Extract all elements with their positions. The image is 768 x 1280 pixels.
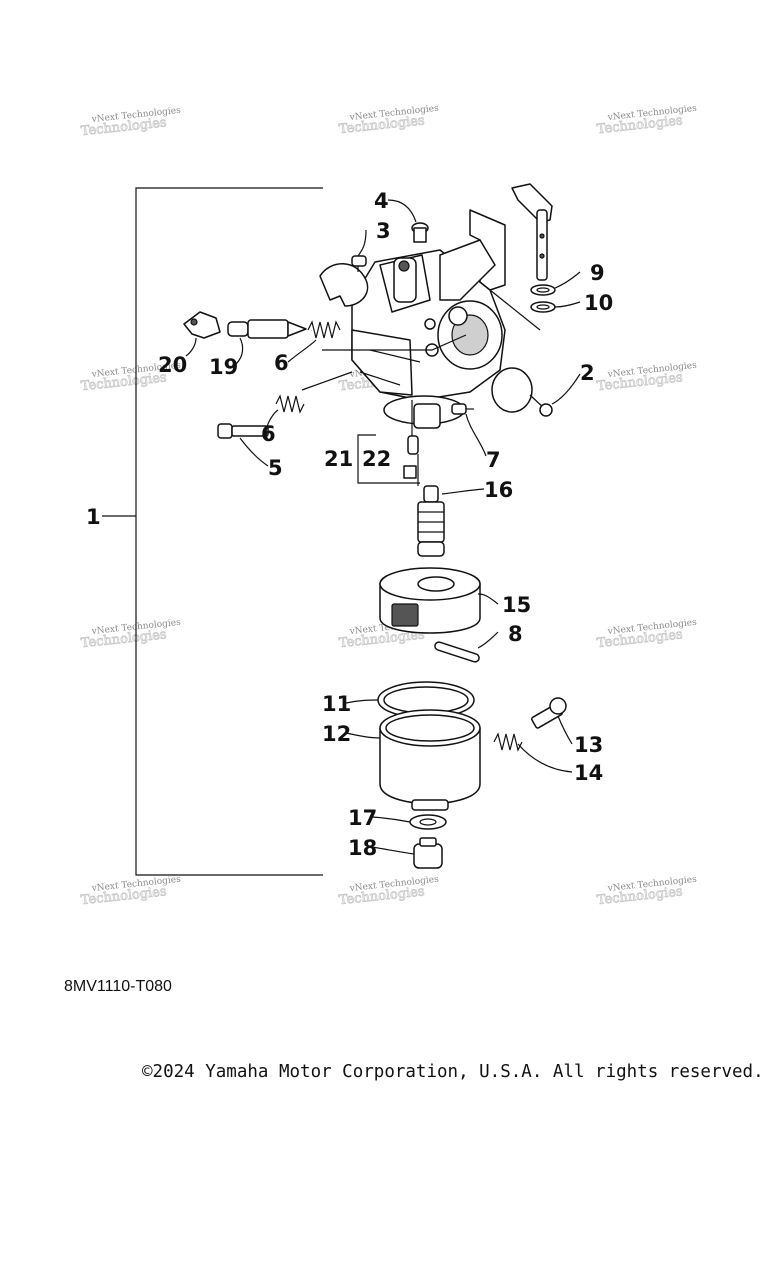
spring-part-6a [307,320,341,339]
callout-15: 15 [502,593,531,617]
callout-5: 5 [268,456,283,480]
assembly-bracket [102,187,323,876]
float-bowl-part-12 [379,709,481,811]
callout-3: 3 [376,219,391,243]
washer-part-9 [530,284,556,296]
choke-plate-part [491,367,533,413]
float-needle-part-22 [403,435,419,479]
spring-part-14 [493,732,523,752]
callout-17: 17 [348,806,377,830]
main-jet-part-16 [417,485,445,557]
callout-19: 19 [209,355,238,379]
callout-4: 4 [374,189,389,213]
callout-6b: 6 [261,422,276,446]
bowl-bolt-part-18 [413,837,443,869]
screw-part-2 [529,394,553,417]
float-part-15 [379,567,481,634]
cap-part-20 [183,311,221,339]
callout-11: 11 [322,692,351,716]
screw-part-7 [451,403,474,415]
throttle-plate-part [319,263,369,307]
document-code: 8MV1110-T080 [64,978,172,995]
callout-1: 1 [86,505,101,529]
copyright-notice: ©2024 Yamaha Motor Corporation, U.S.A. A… [142,1062,764,1082]
gasket-part-17 [409,814,447,830]
screw-part-3 [351,255,367,272]
callout-14: 14 [574,761,603,785]
callout-8: 8 [508,622,523,646]
callout-20: 20 [158,353,187,377]
drain-screw-part-13 [530,697,567,729]
callout-18: 18 [348,836,377,860]
callouts: 1 2 3 4 5 6 6 7 8 9 10 11 12 13 14 15 16… [86,189,613,860]
callout-22: 22 [362,447,391,471]
callout-10: 10 [584,291,613,315]
float-pin-part-8 [434,641,480,663]
screw-part-4 [411,222,429,243]
pilot-screw-part-19 [227,319,307,339]
callout-7: 7 [486,448,501,472]
washer-part-10 [530,301,556,313]
needle-valve-group-bracket [357,434,420,484]
callout-21: 21 [324,447,353,471]
spring-part-6b [275,394,305,414]
callout-2: 2 [580,361,595,385]
screw-part-5 [217,423,269,439]
callout-16: 16 [484,478,513,502]
callout-6a: 6 [274,351,289,375]
choke-lever-part [511,183,553,281]
callout-9: 9 [590,261,605,285]
throttle-bracket-part [439,209,506,301]
callout-13: 13 [574,733,603,757]
leader-lines [185,199,581,855]
callout-12: 12 [322,722,351,746]
